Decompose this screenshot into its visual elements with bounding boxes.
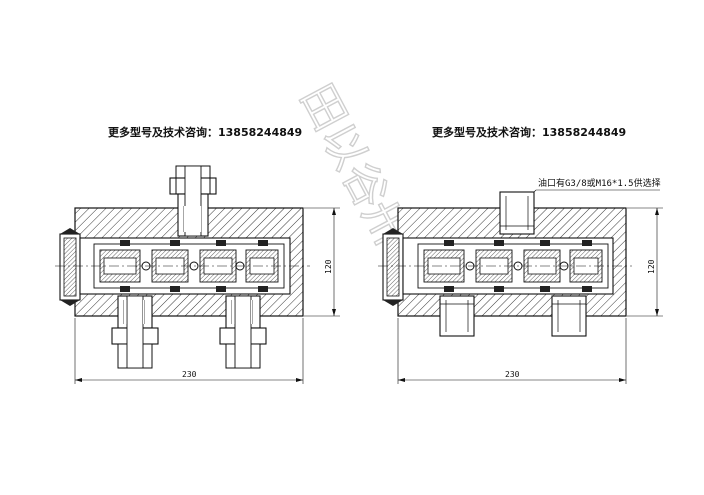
- left-end-cap: [59, 228, 81, 306]
- right-end-cap: [382, 228, 404, 306]
- right-bottom-plug-1: [439, 295, 475, 337]
- left-height-label: 120: [324, 259, 333, 274]
- right-bottom-plug-2: [551, 295, 587, 337]
- left-width-label: 230: [182, 370, 197, 379]
- left-bottom-fitting-1: [111, 295, 159, 369]
- left-drawing: 更多型号及技术咨询：13858244849: [55, 125, 340, 384]
- right-port-note: 油口有G3/8或M16*1.5供选择: [519, 177, 661, 207]
- left-bottom-fitting-2: [219, 295, 267, 369]
- right-width-label: 230: [505, 370, 520, 379]
- left-dimension-height: 120: [304, 207, 340, 317]
- right-top-plug: [499, 191, 535, 235]
- right-caption: 更多型号及技术咨询：13858244849: [432, 125, 626, 139]
- left-caption: 更多型号及技术咨询：13858244849: [108, 125, 302, 139]
- right-dimension-height: 120: [627, 207, 663, 317]
- right-note-text: 油口有G3/8或M16*1.5供选择: [538, 177, 661, 189]
- right-dimension-width: 230: [397, 318, 627, 384]
- left-top-fitting: [169, 165, 217, 237]
- right-height-label: 120: [647, 259, 656, 274]
- left-dimension-width: 230: [74, 318, 304, 384]
- right-drawing: 更多型号及技术咨询：13858244849 油口有G3/8或M16*1.5供选择: [378, 125, 663, 384]
